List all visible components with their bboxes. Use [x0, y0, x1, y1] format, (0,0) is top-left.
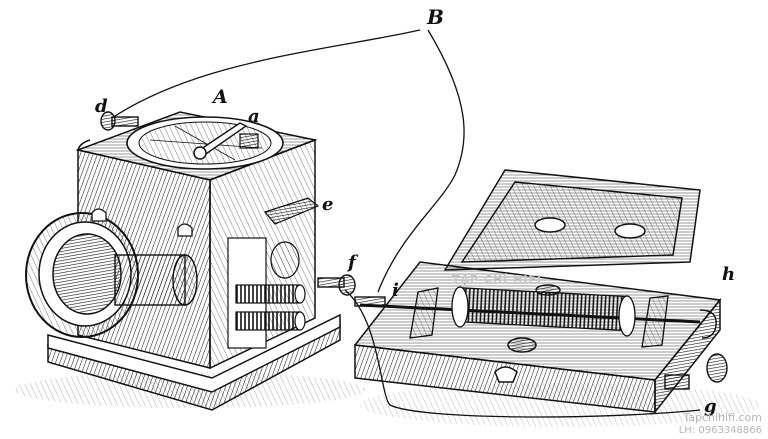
site-credit: Tapchihifi.com: [683, 411, 762, 424]
label-a: a: [248, 106, 260, 127]
lid: [443, 169, 701, 271]
clips-left: [91, 208, 193, 237]
label-d: d: [95, 96, 108, 117]
label-e: e: [322, 194, 333, 215]
coil-assembly: [359, 286, 701, 348]
phone-credit: LH: 0963348866: [678, 425, 762, 436]
label-i: i: [392, 280, 399, 301]
label-A: A: [211, 86, 228, 108]
label-B: B: [426, 5, 444, 29]
label-g: g: [704, 396, 717, 417]
terminal-f: [317, 274, 356, 296]
coils-right-face: [227, 197, 320, 349]
watermark-text: TẠP CHÍ HIFI: [452, 273, 542, 286]
receiver-disc: [25, 212, 198, 338]
terminal-d: [100, 111, 139, 131]
terminals-g-h: [664, 309, 728, 390]
connecting-wires: [111, 29, 701, 418]
terminal-i: [354, 296, 386, 307]
dial-plate: [126, 116, 284, 170]
label-f: f: [346, 252, 359, 273]
label-h: h: [722, 264, 735, 285]
